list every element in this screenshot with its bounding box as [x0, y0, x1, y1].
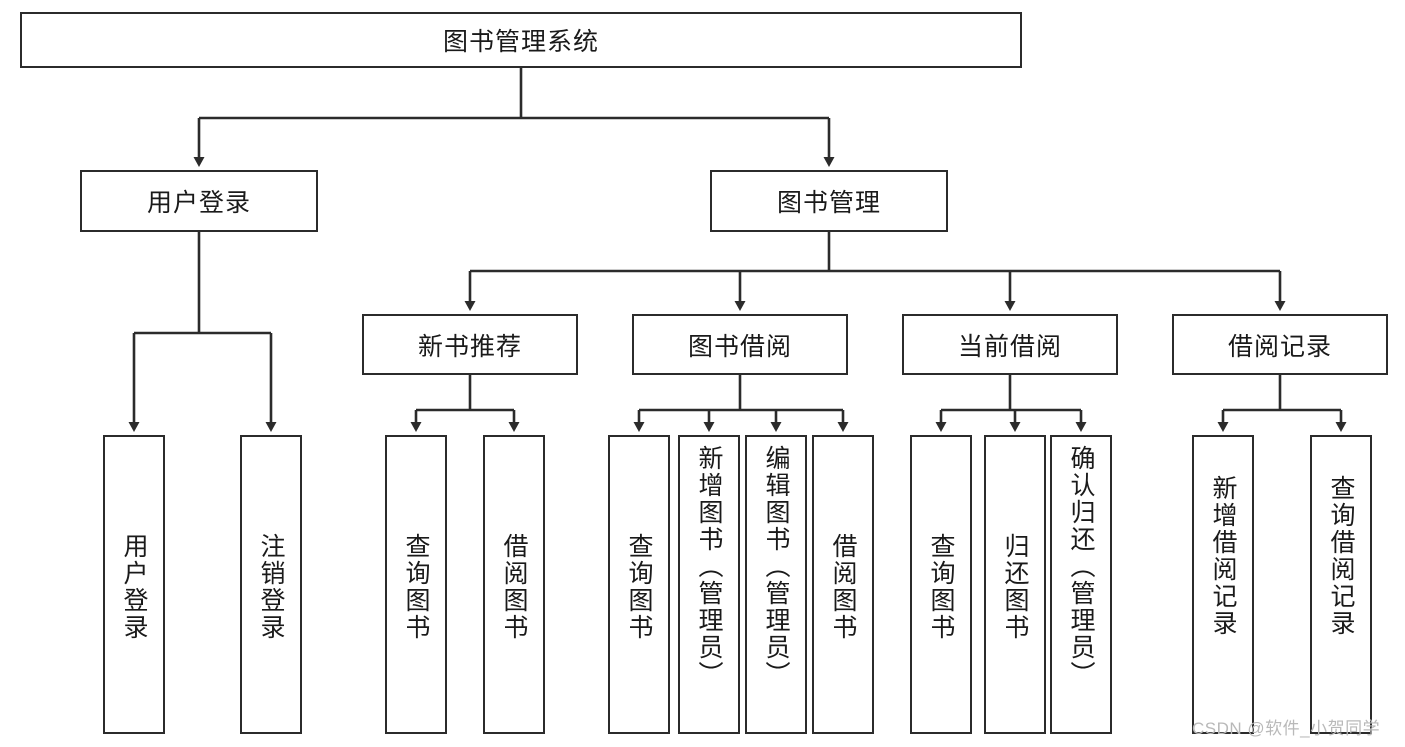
leaf-query-book-1[interactable]: 查询图书 — [385, 435, 447, 734]
node-user-login[interactable]: 用户登录 — [80, 170, 318, 232]
leaf-borrow-book-2-label: 借阅图书 — [829, 532, 857, 641]
node-new-book-rec[interactable]: 新书推荐 — [362, 314, 578, 375]
leaf-return-book-label: 归还图书 — [1001, 532, 1029, 641]
leaf-add-book-label: 新增图书（管理员） — [695, 445, 723, 688]
node-current-borrow[interactable]: 当前借阅 — [902, 314, 1118, 375]
leaf-borrow-book-1-label: 借阅图书 — [500, 532, 528, 641]
node-root-label: 图书管理系统 — [442, 28, 599, 56]
node-new-book-rec-label: 新书推荐 — [417, 332, 522, 361]
leaf-query-book-1-label: 查询图书 — [402, 532, 430, 641]
leaf-borrow-book-1[interactable]: 借阅图书 — [483, 435, 545, 734]
leaf-logout[interactable]: 注销登录 — [240, 435, 302, 734]
leaf-query-record-label: 查询借阅记录 — [1327, 475, 1355, 637]
leaf-user-login-label: 用户登录 — [120, 532, 148, 641]
leaf-query-record[interactable]: 查询借阅记录 — [1310, 435, 1372, 734]
node-user-login-label: 用户登录 — [146, 189, 251, 217]
node-book-borrow-label: 图书借阅 — [687, 332, 792, 361]
leaf-query-book-2[interactable]: 查询图书 — [608, 435, 670, 734]
leaf-confirm-return-label: 确认归还（管理员） — [1067, 445, 1095, 688]
node-current-borrow-label: 当前借阅 — [957, 332, 1062, 361]
leaf-add-record[interactable]: 新增借阅记录 — [1192, 435, 1254, 734]
leaf-user-login[interactable]: 用户登录 — [103, 435, 165, 734]
watermark: CSDN @软件_小贺同学 — [1192, 719, 1381, 738]
node-book-borrow[interactable]: 图书借阅 — [632, 314, 848, 375]
leaf-logout-label: 注销登录 — [257, 532, 285, 641]
node-borrow-record-label: 借阅记录 — [1227, 332, 1332, 361]
node-root[interactable]: 图书管理系统 — [20, 12, 1022, 68]
leaf-query-book-2-label: 查询图书 — [625, 532, 653, 641]
leaf-add-record-label: 新增借阅记录 — [1209, 475, 1237, 637]
leaf-edit-book-label: 编辑图书（管理员） — [762, 445, 790, 688]
leaf-edit-book[interactable]: 编辑图书（管理员） — [745, 435, 807, 734]
leaf-add-book[interactable]: 新增图书（管理员） — [678, 435, 740, 734]
leaf-query-book-3-label: 查询图书 — [927, 532, 955, 641]
node-book-manage[interactable]: 图书管理 — [710, 170, 948, 232]
leaf-borrow-book-2[interactable]: 借阅图书 — [812, 435, 874, 734]
leaf-confirm-return[interactable]: 确认归还（管理员） — [1050, 435, 1112, 734]
leaf-query-book-3[interactable]: 查询图书 — [910, 435, 972, 734]
node-borrow-record[interactable]: 借阅记录 — [1172, 314, 1388, 375]
node-book-manage-label: 图书管理 — [776, 189, 881, 217]
leaf-return-book[interactable]: 归还图书 — [984, 435, 1046, 734]
